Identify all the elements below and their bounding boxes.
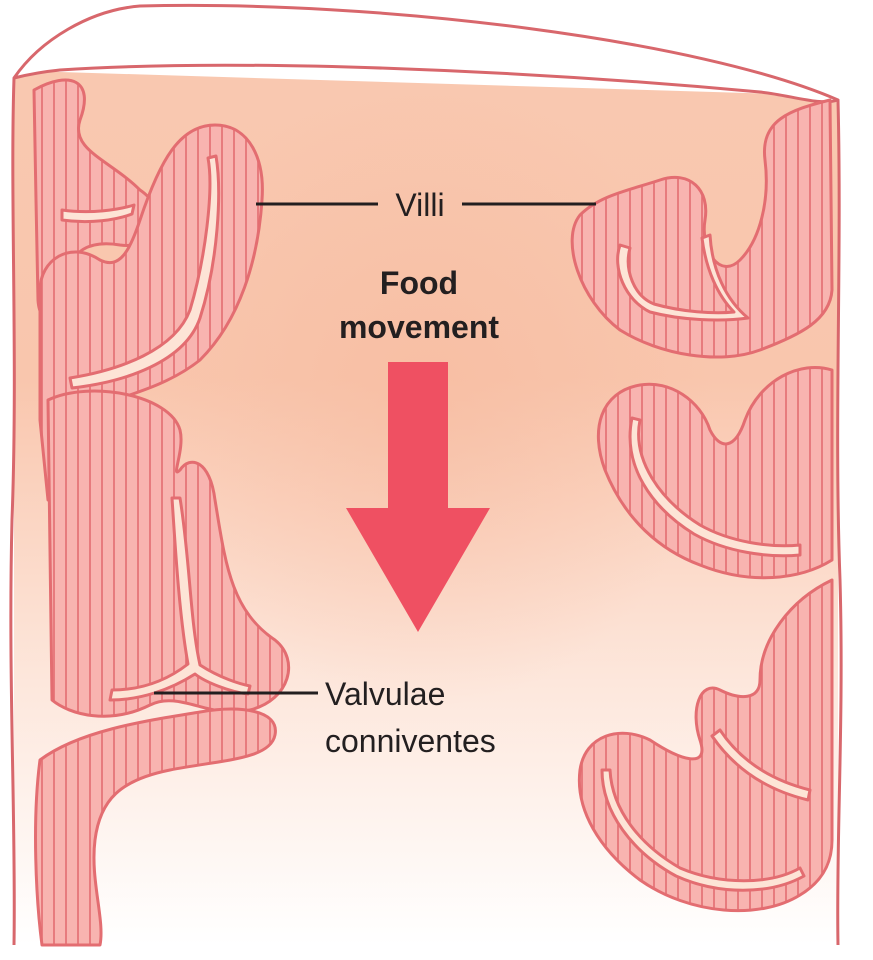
fold-right-middle-channel	[628, 416, 802, 558]
fold-left-lower	[34, 707, 277, 947]
fold-right-lower-channel	[600, 768, 806, 892]
fold-right-top-channel	[616, 233, 750, 322]
villi-label: Villi	[395, 187, 444, 223]
left-folds	[32, 78, 291, 947]
right-folds	[570, 98, 834, 913]
fold-right-middle	[597, 365, 834, 580]
fold-left-upper-channel	[68, 154, 221, 390]
fold-right-lower	[577, 578, 834, 913]
fold-left-middle	[46, 389, 291, 718]
food-movement-label-line2: movement	[339, 309, 499, 345]
valvulae-label-line1: Valvulae	[325, 676, 445, 712]
food-movement-label-group: Food movement	[339, 265, 499, 345]
tube-right-wall	[836, 99, 843, 946]
valvulae-label-line2: conniventes	[325, 723, 496, 759]
down-arrow-icon	[346, 362, 490, 632]
fold-left-top-channel	[60, 203, 136, 224]
valvulae-label-group: Valvulae conniventes	[154, 676, 496, 759]
food-movement-arrow	[346, 362, 490, 632]
tube-left-wall	[9, 77, 16, 946]
fold-left-middle-channel	[108, 496, 252, 702]
food-movement-label-line1: Food	[380, 265, 458, 301]
villi-label-group: Villi	[256, 187, 596, 223]
fold-right-lower-channel-2	[710, 728, 812, 802]
